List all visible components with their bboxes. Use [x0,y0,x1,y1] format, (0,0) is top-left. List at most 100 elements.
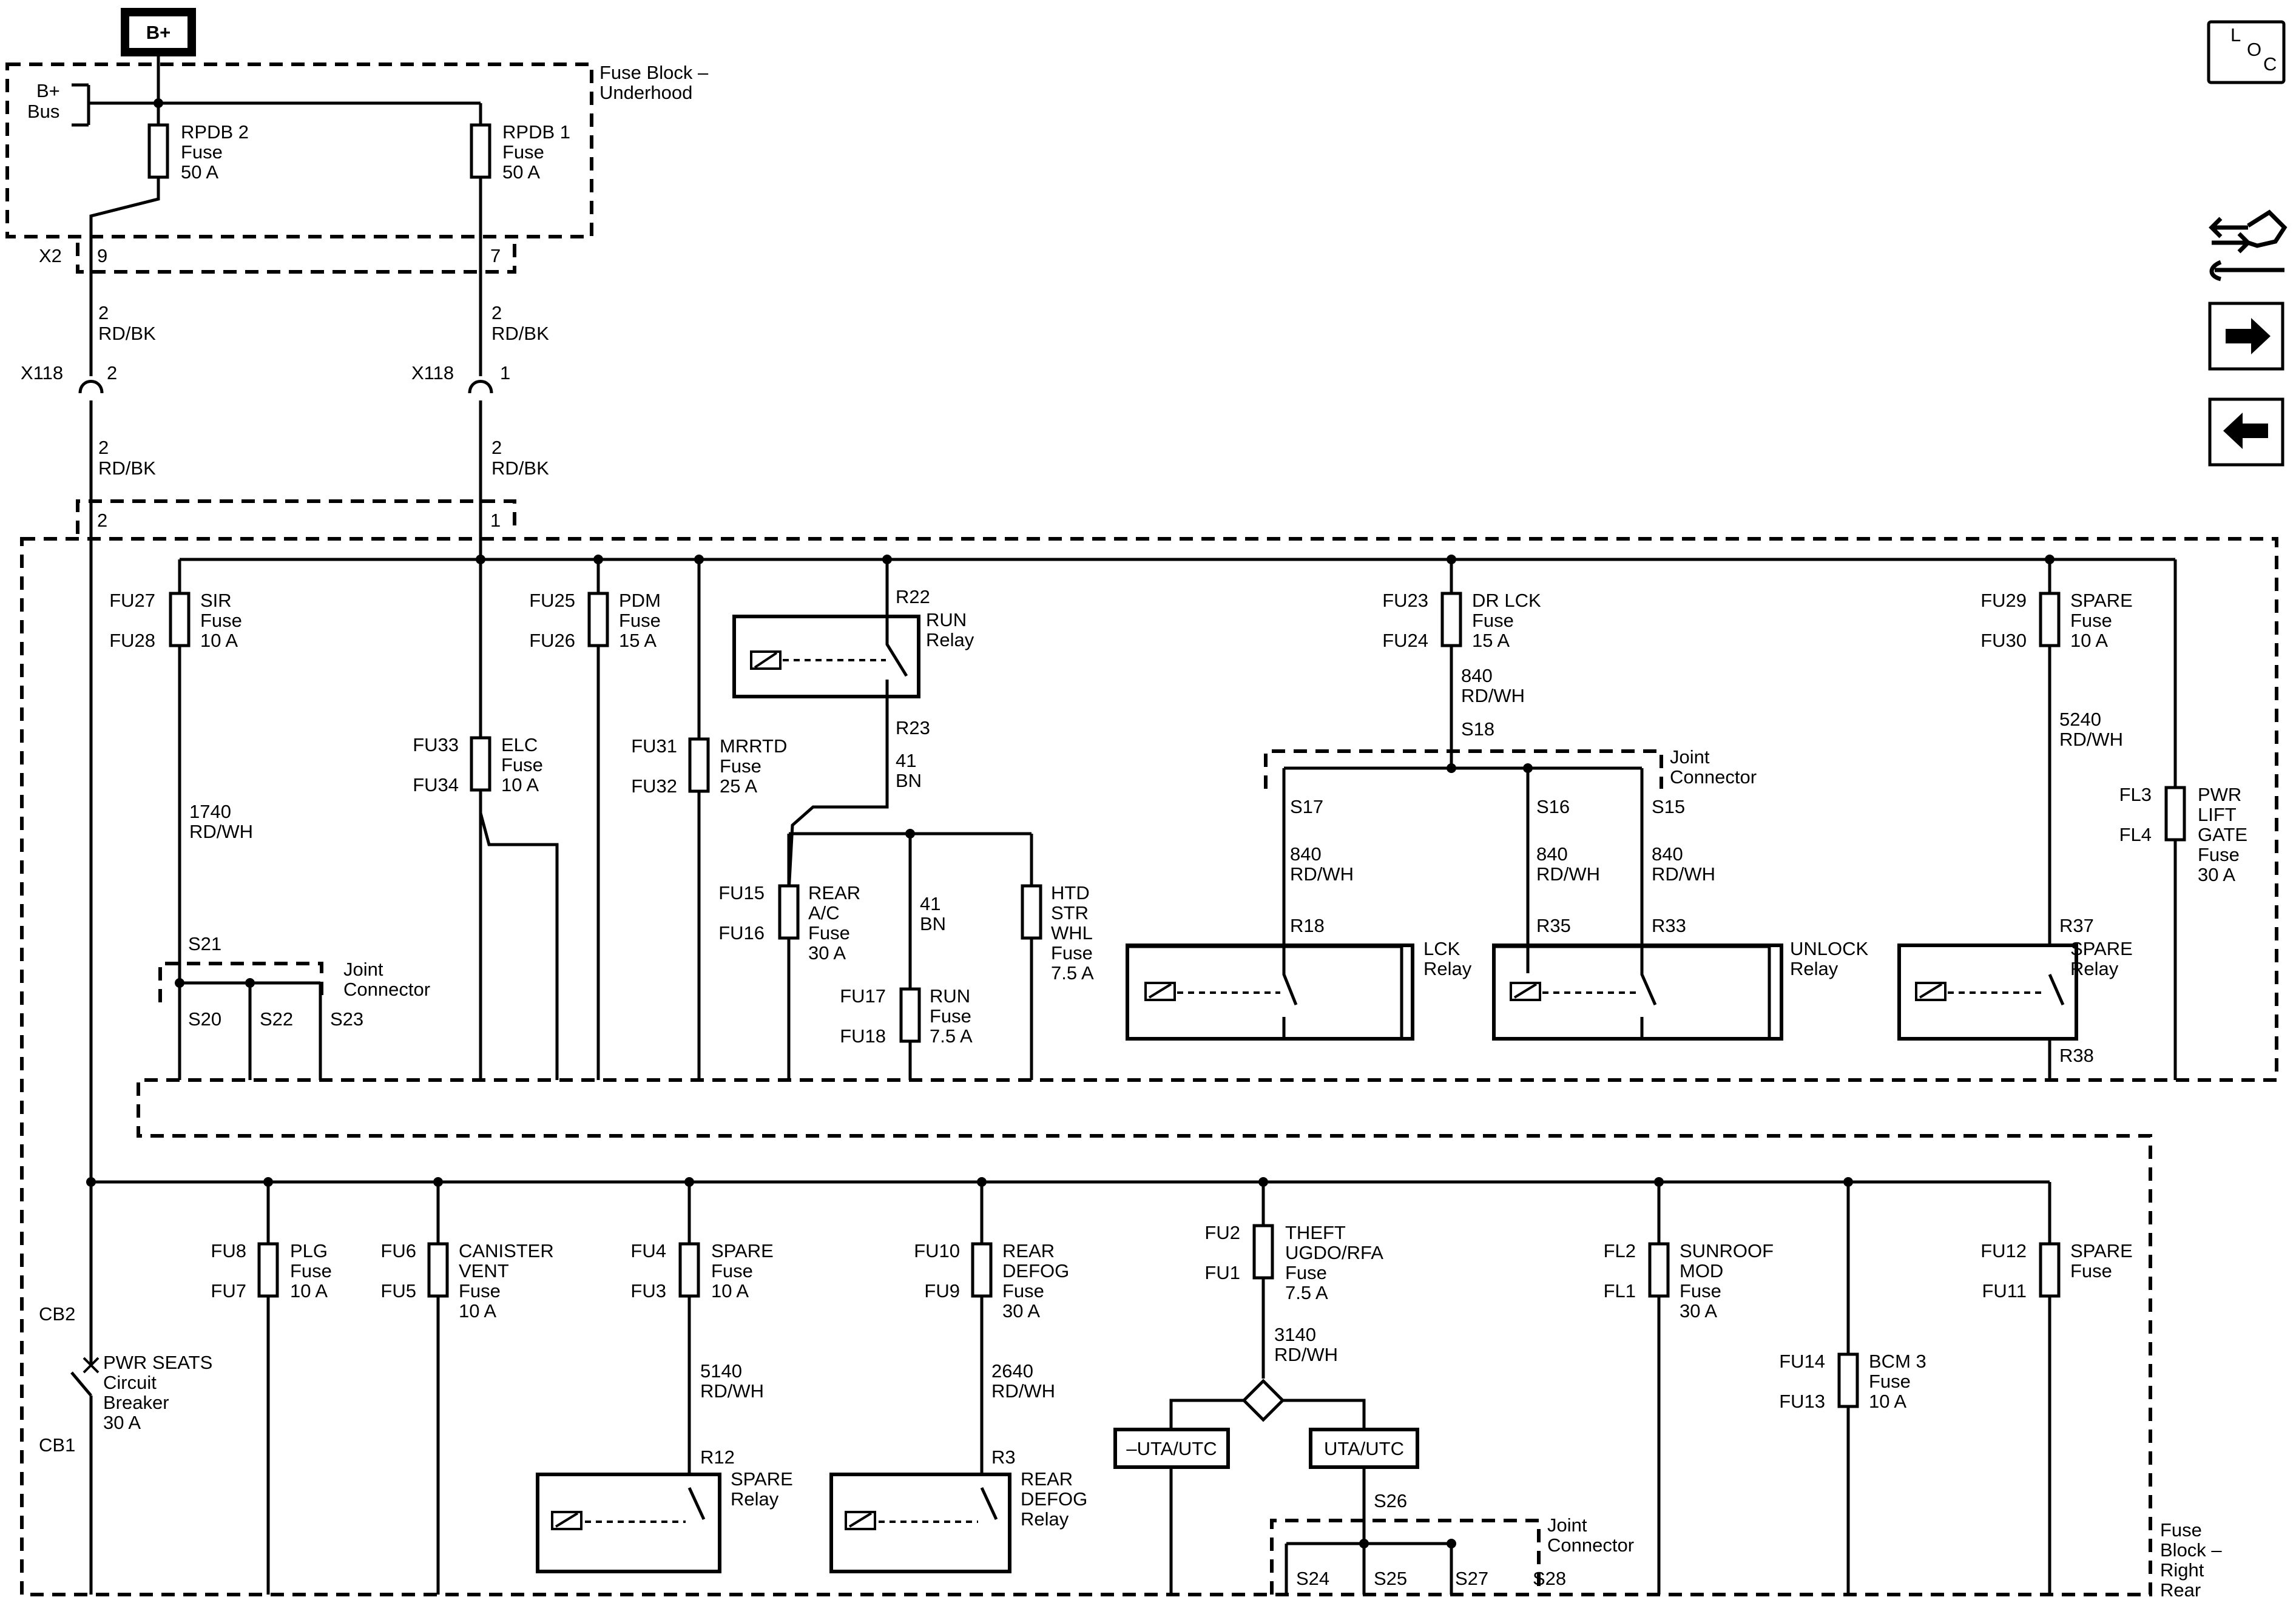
canister-vent-fuse-circuit: FU6 FU5 CANISTER VENT Fuse 10 A [380,1182,554,1595]
svg-text:–UTA/UTC: –UTA/UTC [1126,1438,1217,1459]
svg-text:Fuse: Fuse [808,922,850,944]
svg-text:DEFOG: DEFOG [1021,1488,1087,1510]
svg-text:S17: S17 [1290,796,1323,817]
svg-text:R12: R12 [700,1447,735,1468]
svg-text:10 A: 10 A [459,1300,496,1322]
svg-text:PWR: PWR [2198,784,2241,805]
svg-text:VENT: VENT [459,1260,509,1281]
svg-text:FU6: FU6 [380,1240,416,1261]
svg-text:FU27: FU27 [109,590,155,611]
svg-text:PDM: PDM [619,590,661,611]
svg-text:Relay: Relay [2070,958,2119,979]
svg-text:Fuse: Fuse [711,1260,753,1281]
svg-text:RD/BK: RD/BK [98,323,156,344]
svg-text:S18: S18 [1461,718,1494,740]
svg-text:RD/WH: RD/WH [1461,685,1525,706]
svg-text:FU30: FU30 [1980,630,2027,651]
power-liftgate-fuse-circuit: FL3 FL4 PWR LIFT GATE Fuse 30 A [2119,559,2247,1080]
svg-text:RD/WH: RD/WH [1536,863,1600,885]
location-icon[interactable]: L O C [2207,20,2286,84]
svg-text:FU1: FU1 [1204,1262,1240,1283]
svg-text:FU28: FU28 [109,630,155,651]
svg-text:1: 1 [500,362,510,383]
svg-text:Fuse: Fuse [2198,844,2240,865]
svg-text:FU31: FU31 [631,735,677,757]
svg-text:RUN: RUN [930,985,970,1007]
svg-text:FU17: FU17 [840,985,886,1007]
svg-text:REAR: REAR [808,882,860,903]
svg-text:MOD: MOD [1680,1260,1723,1281]
arrow-left-icon [2223,413,2268,449]
svg-text:7.5 A: 7.5 A [930,1025,973,1047]
svg-text:SPARE: SPARE [731,1468,793,1490]
svg-text:30 A: 30 A [808,942,846,964]
svg-text:25 A: 25 A [720,775,757,797]
svg-text:15 A: 15 A [1472,630,1510,651]
pdm-fuse-circuit: FU25 FU26 PDM Fuse 15 A [529,559,661,1080]
svg-text:FU32: FU32 [631,775,677,797]
mrrtd-fuse-circuit: FU31 FU32 MRRTD Fuse 25 A [631,559,787,1080]
svg-text:30 A: 30 A [1002,1300,1040,1322]
svg-text:2: 2 [107,362,117,383]
svg-text:Fuse: Fuse [501,754,543,775]
svg-text:FU8: FU8 [211,1240,246,1261]
svg-text:RD/WH: RD/WH [1274,1344,1338,1365]
option-box-uta [1309,1428,1419,1469]
svg-text:FU24: FU24 [1382,630,1428,651]
svg-text:10 A: 10 A [290,1280,328,1301]
svg-text:FU7: FU7 [211,1280,246,1301]
component-connector-icon[interactable] [2209,209,2288,282]
option-box-no-uta [1113,1428,1230,1469]
bcm3-fuse-circuit: FU14 FU13 BCM 3 Fuse 10 A [1779,1182,1926,1595]
svg-text:SPARE: SPARE [2070,938,2133,959]
elc-fuse-circuit: FU33 FU34 ELC Fuse 10 A [413,559,559,1080]
svg-text:WHL: WHL [1051,922,1093,944]
svg-text:Relay: Relay [926,629,974,650]
power-seats-circuit-breaker: CB2 CB1 PWR SEATS Circuit Breaker 30 A [39,1182,212,1595]
svg-text:S20: S20 [188,1008,221,1030]
sir-fuse-circuit: FU27 FU28 SIR Fuse 10 A 1740 RD/WH S21 J… [109,559,430,1080]
next-page-button[interactable] [2208,302,2284,371]
svg-text:BN: BN [920,913,946,934]
svg-text:S16: S16 [1536,796,1570,817]
svg-text:Relay: Relay [1021,1508,1069,1530]
svg-text:Rear: Rear [2160,1579,2201,1601]
previous-page-button[interactable] [2208,397,2284,467]
sunroof-fuse-circuit: FL2 FL1 SUNROOF MOD Fuse 30 A [1604,1182,1774,1595]
svg-text:Right: Right [2160,1559,2204,1581]
svg-text:S25: S25 [1374,1568,1407,1589]
svg-text:R3: R3 [991,1447,1016,1468]
svg-text:30 A: 30 A [1680,1300,1717,1322]
svg-text:DR LCK: DR LCK [1472,590,1541,611]
svg-text:PLG: PLG [290,1240,328,1261]
svg-text:X118: X118 [21,362,63,383]
svg-text:Fuse: Fuse [2160,1519,2202,1541]
svg-text:UTA/UTC: UTA/UTC [1324,1438,1404,1459]
svg-text:LCK: LCK [1423,938,1460,959]
svg-text:840: 840 [1652,843,1683,865]
svg-text:10 A: 10 A [501,774,539,795]
svg-text:10 A: 10 A [2070,630,2108,651]
svg-text:7.5 A: 7.5 A [1285,1282,1328,1303]
svg-text:RUN: RUN [926,609,967,630]
theft-ugdo-circuit: FU2 FU1 THEFT UGDO/RFA Fuse 7.5 A 3140 R… [1113,1182,1634,1595]
svg-text:RD/WH: RD/WH [700,1380,764,1402]
svg-text:Fuse: Fuse [459,1280,501,1301]
upper-bus [180,555,2175,564]
svg-text:5240: 5240 [2059,709,2101,730]
svg-text:Fuse: Fuse [1472,610,1514,631]
svg-text:Underhood: Underhood [599,82,692,103]
svg-text:RD/WH: RD/WH [1290,863,1354,885]
rear-defog-circuit: FU10 FU9 REAR DEFOG Fuse 30 A 2640 RD/WH… [829,1182,1087,1573]
spare-relay-circuit-lower: FU4 FU3 SPARE Fuse 10 A 5140 RD/WH R12 S… [536,1182,793,1573]
connector-x2: X2 9 7 [39,243,516,274]
svg-text:41: 41 [896,750,916,771]
svg-text:FL2: FL2 [1604,1240,1636,1261]
svg-text:O: O [2247,39,2261,60]
svg-text:CB2: CB2 [39,1303,75,1325]
svg-text:RD/BK: RD/BK [98,457,156,479]
svg-text:2640: 2640 [991,1360,1033,1382]
svg-text:3140: 3140 [1274,1324,1316,1345]
svg-text:RD/BK: RD/BK [491,323,549,344]
svg-text:L: L [2230,24,2241,46]
